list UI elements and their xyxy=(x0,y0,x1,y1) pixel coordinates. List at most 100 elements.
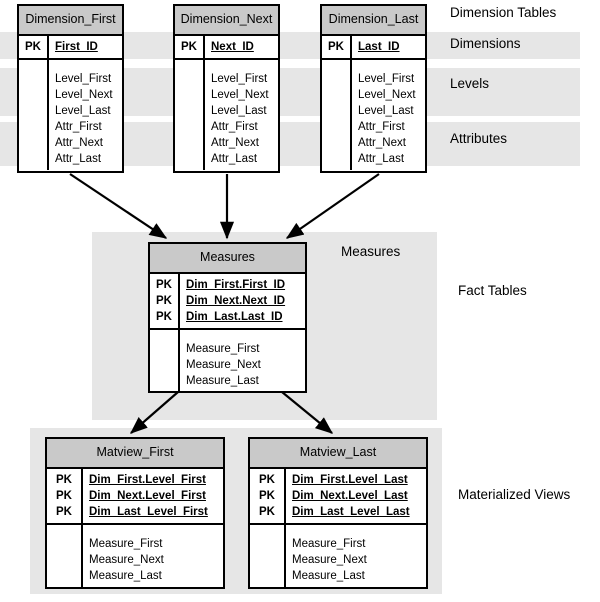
field: Attr_Last xyxy=(358,152,405,165)
field: Measure_First xyxy=(292,537,366,550)
pk-marker: PK xyxy=(56,489,72,502)
label-materialized-views: Materialized Views xyxy=(458,487,571,502)
field-column: Dim_First.Level_Last Dim_Next.Level_Last… xyxy=(286,469,426,523)
link-dimension-last-to-measures xyxy=(285,173,380,239)
pk-marker: PK xyxy=(56,473,72,486)
primary-key-section: PK Last_ID xyxy=(322,35,425,60)
field-column: Dim_First.First_ID Dim_Next.Next_ID Dim_… xyxy=(180,274,305,328)
pk-marker: PK xyxy=(156,310,172,323)
field: Level_First xyxy=(55,72,112,85)
field-column: Level_First Level_Next Level_Last Attr_F… xyxy=(205,60,278,170)
primary-key-section: PK First_ID xyxy=(19,35,122,60)
pk-field: Dim_Next.Level_First xyxy=(89,489,206,502)
table-dimension-first[interactable]: Dimension_First PK First_ID Level_First … xyxy=(17,4,124,173)
pk-marker: PK xyxy=(259,505,275,518)
key-column xyxy=(322,59,352,170)
pk-marker: PK xyxy=(259,473,275,486)
attribute-section: Level_First Level_Next Level_Last Attr_F… xyxy=(175,59,278,170)
primary-key-section: PK PK PK Dim_First.Level_Last Dim_Next.L… xyxy=(250,468,426,525)
field: Attr_Next xyxy=(358,136,406,149)
pk-field: First_ID xyxy=(55,40,98,53)
field: Attr_Next xyxy=(211,136,259,149)
key-column: PK PK PK xyxy=(250,468,286,523)
field: Attr_First xyxy=(211,120,258,133)
pk-marker: PK xyxy=(328,40,344,53)
attribute-section: Measure_First Measure_Next Measure_Last xyxy=(250,524,426,587)
field: Attr_First xyxy=(358,120,405,133)
label-levels: Levels xyxy=(450,76,490,91)
pk-marker: PK xyxy=(181,40,197,53)
table-body: PK First_ID Level_First Level_Next Level… xyxy=(19,35,122,170)
field: Attr_Last xyxy=(211,152,258,165)
table-body: PK PK PK Dim_First.First_ID Dim_Next.Nex… xyxy=(150,273,305,392)
table-title: Matview_Last xyxy=(250,439,426,469)
key-column xyxy=(250,524,286,587)
table-title: Measures xyxy=(150,244,305,274)
table-title: Matview_First xyxy=(47,439,223,469)
field: Level_Last xyxy=(358,104,414,117)
table-matview-last[interactable]: Matview_Last PK PK PK Dim_First.Level_La… xyxy=(248,437,428,589)
key-column: PK PK PK xyxy=(47,468,83,523)
primary-key-section: PK Next_ID xyxy=(175,35,278,60)
pk-field: Dim_Next.Level_Last xyxy=(292,489,408,502)
field: Measure_First xyxy=(89,537,163,550)
link-dimension-first-to-measures xyxy=(69,173,168,239)
pk-field: Dim_Last.Last_ID xyxy=(186,310,283,323)
pk-field: Dim_Next.Next_ID xyxy=(186,294,286,307)
field: Measure_Last xyxy=(186,374,259,387)
table-body: PK Last_ID Level_First Level_Next Level_… xyxy=(322,35,425,170)
attribute-section: Measure_First Measure_Next Measure_Last xyxy=(47,524,223,587)
pk-marker: PK xyxy=(156,294,172,307)
pk-field: Dim_Last_Level_First xyxy=(89,505,208,518)
table-body: PK PK PK Dim_First.Level_First Dim_Next.… xyxy=(47,468,223,587)
field-column: Last_ID xyxy=(352,36,425,58)
field-column: Dim_First.Level_First Dim_Next.Level_Fir… xyxy=(83,469,223,523)
field: Measure_Next xyxy=(292,553,367,566)
attribute-section: Measure_First Measure_Next Measure_Last xyxy=(150,329,305,392)
key-column xyxy=(175,59,205,170)
pk-field: Last_ID xyxy=(358,40,400,53)
label-attributes: Attributes xyxy=(450,131,508,146)
field: Attr_First xyxy=(55,120,102,133)
label-dimension-tables: Dimension Tables xyxy=(450,5,557,20)
field-column: Level_First Level_Next Level_Last Attr_F… xyxy=(49,60,122,170)
attribute-section: Level_First Level_Next Level_Last Attr_F… xyxy=(19,59,122,170)
primary-key-section: PK PK PK Dim_First.Level_First Dim_Next.… xyxy=(47,468,223,525)
table-dimension-next[interactable]: Dimension_Next PK Next_ID Level_First Le… xyxy=(173,4,280,173)
pk-field: Next_ID xyxy=(211,40,254,53)
pk-field: Dim_First.Level_Last xyxy=(292,473,408,486)
table-title: Dimension_First xyxy=(19,6,122,36)
key-column xyxy=(47,524,83,587)
key-column xyxy=(150,329,180,392)
attribute-section: Level_First Level_Next Level_Last Attr_F… xyxy=(322,59,425,170)
key-column xyxy=(19,59,49,170)
table-dimension-last[interactable]: Dimension_Last PK Last_ID Level_First Le… xyxy=(320,4,427,173)
field: Level_Last xyxy=(211,104,267,117)
field-column: Measure_First Measure_Next Measure_Last xyxy=(83,525,223,587)
table-measures[interactable]: Measures PK PK PK Dim_First.First_ID Dim… xyxy=(148,242,307,393)
field-column: Next_ID xyxy=(205,36,278,58)
pk-marker: PK xyxy=(25,40,41,53)
field-column: Measure_First Measure_Next Measure_Last xyxy=(180,330,305,392)
field-column: Level_First Level_Next Level_Last Attr_F… xyxy=(352,60,425,170)
table-matview-first[interactable]: Matview_First PK PK PK Dim_First.Level_F… xyxy=(45,437,225,589)
field: Measure_Next xyxy=(186,358,261,371)
key-column: PK xyxy=(175,35,205,58)
key-column: PK xyxy=(322,35,352,58)
primary-key-section: PK PK PK Dim_First.First_ID Dim_Next.Nex… xyxy=(150,273,305,330)
field: Level_Last xyxy=(55,104,111,117)
pk-marker: PK xyxy=(156,278,172,291)
table-body: PK PK PK Dim_First.Level_Last Dim_Next.L… xyxy=(250,468,426,587)
field: Level_First xyxy=(358,72,415,85)
label-dimensions: Dimensions xyxy=(450,36,521,51)
table-body: PK Next_ID Level_First Level_Next Level_… xyxy=(175,35,278,170)
key-column: PK xyxy=(19,35,49,58)
field: Measure_Last xyxy=(89,569,162,582)
table-title: Dimension_Last xyxy=(322,6,425,36)
table-title: Dimension_Next xyxy=(175,6,278,36)
label-measures: Measures xyxy=(341,244,401,259)
field-column: First_ID xyxy=(49,36,122,58)
pk-field: Dim_First.First_ID xyxy=(186,278,286,291)
field: Measure_First xyxy=(186,342,260,355)
